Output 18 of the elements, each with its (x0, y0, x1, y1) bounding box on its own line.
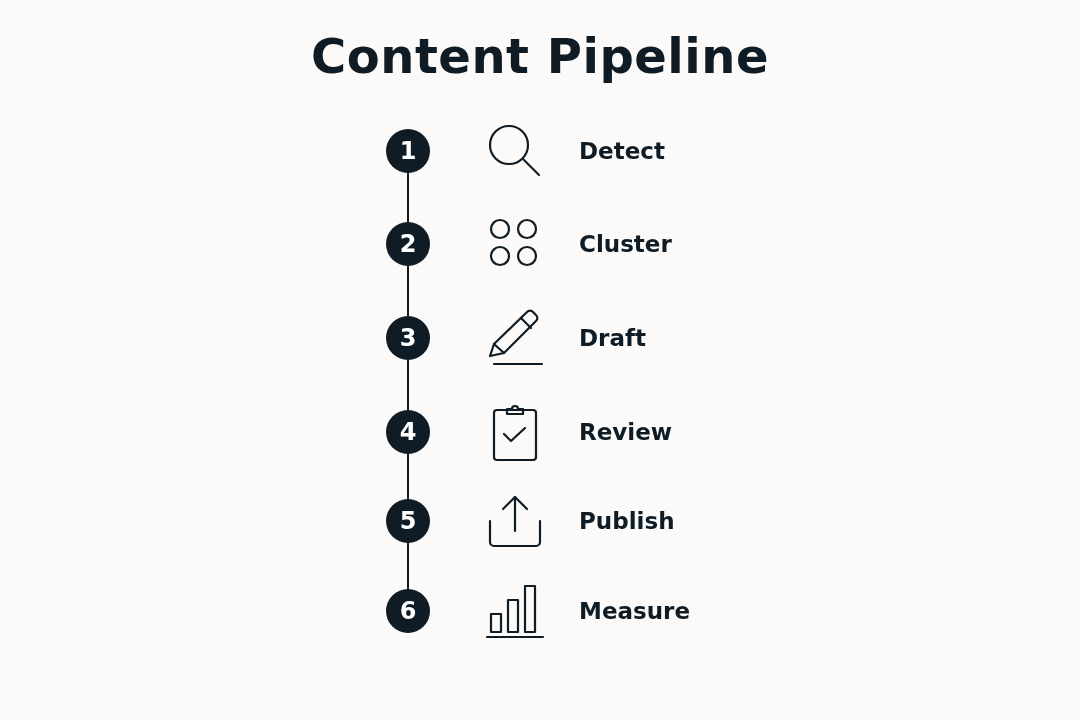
step-number: 3 (386, 316, 430, 360)
step-label: Draft (579, 325, 646, 351)
step-number: 2 (386, 222, 430, 266)
step-number: 5 (386, 499, 430, 543)
step-label: Cluster (579, 231, 672, 257)
connector-line (407, 265, 409, 317)
title: Content Pipeline (311, 28, 769, 84)
connector-line (407, 359, 409, 411)
step-number: 4 (386, 410, 430, 454)
step-label: Measure (579, 598, 690, 624)
step-label: Publish (579, 508, 675, 534)
connector-line (407, 542, 409, 590)
step-label: Review (579, 419, 673, 445)
step-number: 6 (386, 589, 430, 633)
connector-line (407, 453, 409, 500)
step-label: Detect (579, 138, 665, 164)
step-number: 1 (386, 129, 430, 173)
connector-line (407, 172, 409, 223)
